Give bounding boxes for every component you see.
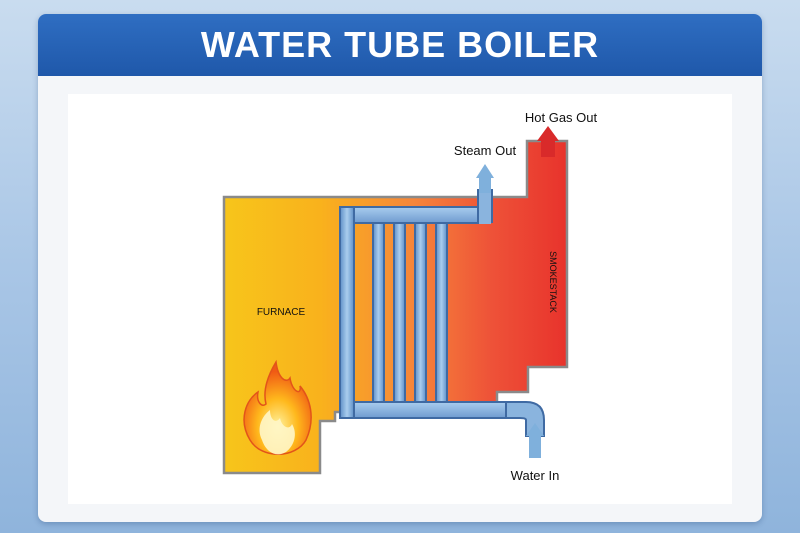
smokestack-label: SMOKESTACK — [548, 251, 558, 313]
furnace-label: FURNACE — [257, 307, 306, 318]
flame-icon — [243, 359, 312, 455]
page-title: WATER TUBE BOILER — [200, 24, 600, 65]
riser-tubes — [372, 222, 448, 403]
water-in-arrow-icon — [526, 423, 544, 458]
hot-gas-out-arrow-icon — [537, 126, 559, 157]
hot-gas-out-label: Hot Gas Out — [525, 110, 598, 125]
title-banner: WATER TUBE BOILER — [38, 14, 762, 76]
steam-out-arrow-icon — [476, 164, 494, 193]
diagram-card: WATER TUBE BOILER — [38, 14, 762, 522]
water-drum — [339, 401, 521, 419]
riser-tube — [435, 222, 448, 403]
water-in-label: Water In — [511, 468, 560, 483]
riser-tube — [414, 222, 427, 403]
riser-tube — [393, 222, 406, 403]
steam-out-label: Steam Out — [454, 143, 517, 158]
downcomer-tube — [339, 206, 355, 419]
riser-tube — [372, 222, 385, 403]
steam-drum — [339, 206, 491, 224]
